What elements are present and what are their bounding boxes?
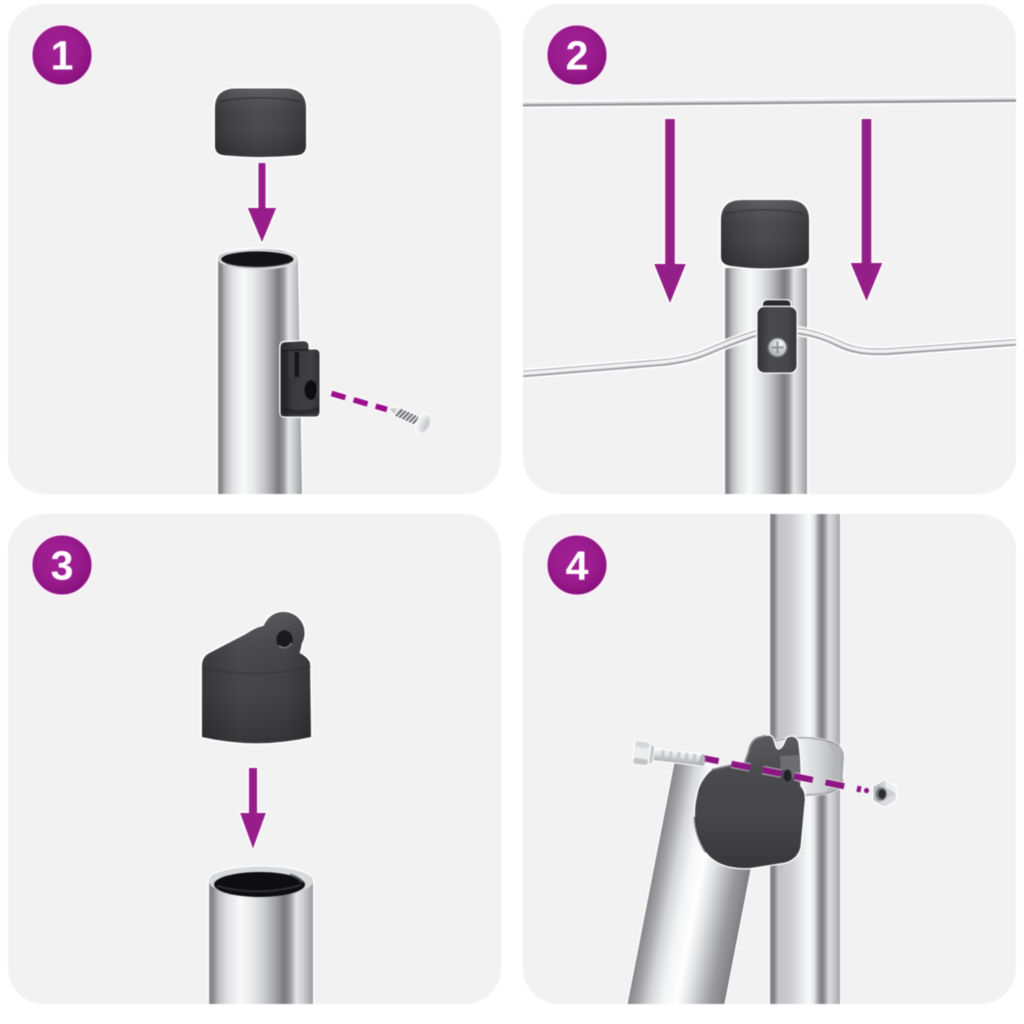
svg-text:4: 4 — [566, 543, 589, 589]
svg-text:1: 1 — [51, 33, 74, 79]
svg-text:3: 3 — [51, 543, 74, 589]
svg-text:2: 2 — [566, 33, 589, 79]
